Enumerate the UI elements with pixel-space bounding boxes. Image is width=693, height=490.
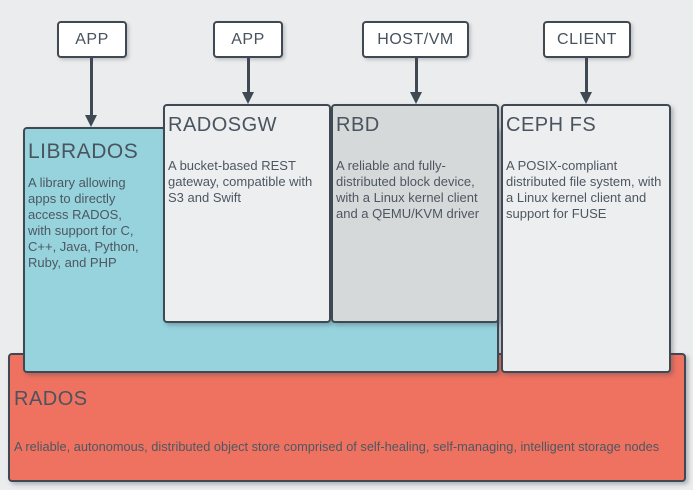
cephfs-title: CEPH FS	[506, 114, 597, 136]
app-node-1-label: APP	[75, 30, 109, 48]
arrow-app1-to-librados	[84, 58, 98, 127]
client-node: CLIENT	[543, 21, 631, 58]
app-node-1: APP	[57, 21, 127, 58]
rados-box: RADOS A reliable, autonomous, distribute…	[8, 353, 686, 482]
app-node-2: APP	[213, 21, 283, 58]
hostvm-node: HOST/VM	[362, 21, 469, 58]
cephfs-description: A POSIX-compliant distributed file syste…	[506, 158, 662, 221]
radosgw-description: A bucket-based REST gateway, compatible …	[168, 158, 313, 205]
rbd-box: RBD A reliable and fully-distributed blo…	[331, 104, 499, 323]
librados-description: A library allowing apps to directly acce…	[28, 175, 139, 270]
arrow-shaft	[89, 58, 93, 116]
app-node-2-label: APP	[231, 30, 265, 48]
rados-description: A reliable, autonomous, distributed obje…	[14, 439, 660, 454]
arrow-head-icon	[579, 92, 592, 104]
rados-title: RADOS	[14, 388, 88, 410]
arrow-app2-to-radosgw	[241, 58, 255, 104]
librados-title: LIBRADOS	[28, 140, 139, 163]
arrow-shaft	[246, 58, 250, 93]
arrow-head-icon	[241, 92, 254, 104]
radosgw-title: RADOSGW	[168, 114, 278, 136]
rbd-description: A reliable and fully-distributed block d…	[336, 158, 480, 221]
arrow-shaft	[584, 58, 588, 93]
client-node-label: CLIENT	[557, 30, 617, 48]
arrow-hostvm-to-rbd	[409, 58, 423, 104]
hostvm-node-label: HOST/VM	[377, 30, 454, 48]
arrow-head-icon	[84, 115, 97, 127]
cephfs-box: CEPH FS A POSIX-compliant distributed fi…	[501, 104, 671, 373]
arrow-client-to-cephfs	[579, 58, 593, 104]
rbd-title: RBD	[336, 114, 380, 136]
arrow-head-icon	[409, 92, 422, 104]
arrow-shaft	[414, 58, 418, 93]
radosgw-box: RADOSGW A bucket-based REST gateway, com…	[163, 104, 331, 323]
